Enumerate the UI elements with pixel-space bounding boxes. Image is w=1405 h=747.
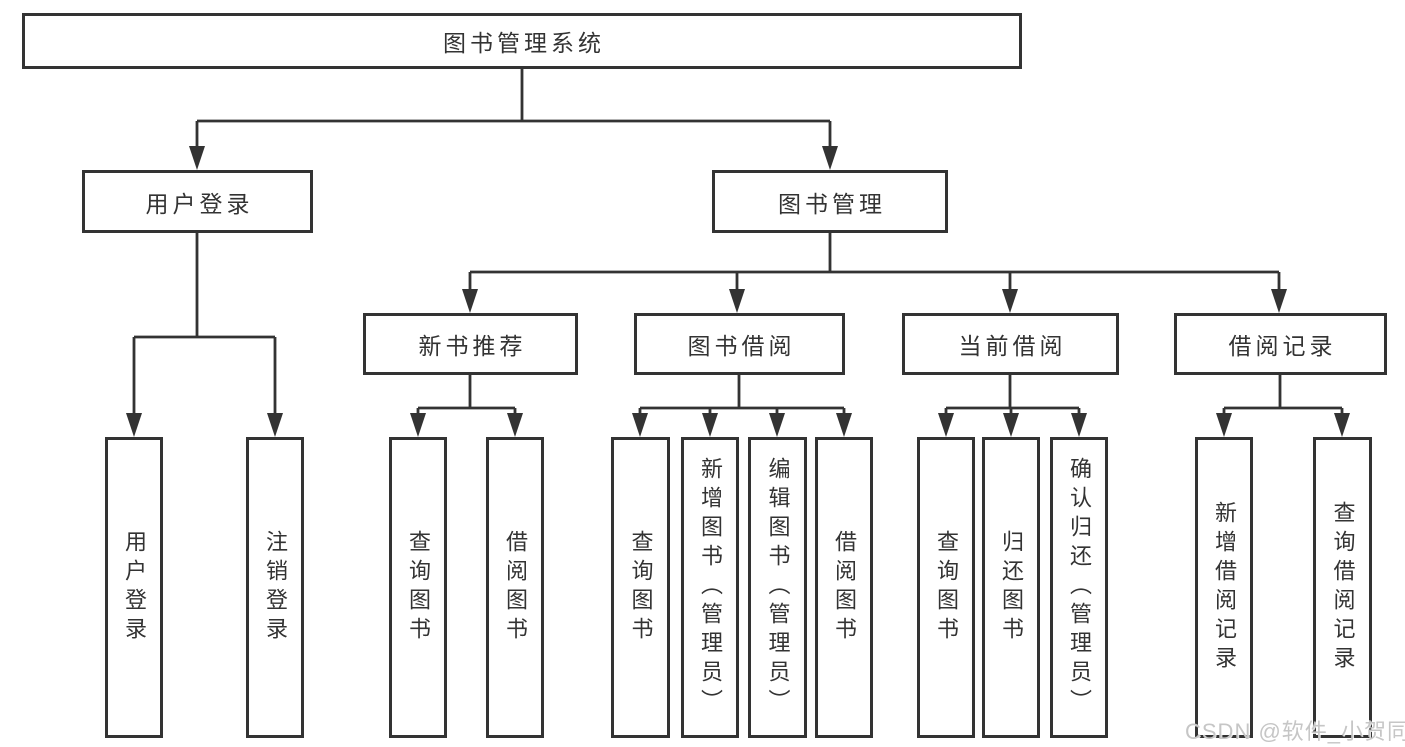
node-label: 当前借阅 [958,333,1067,359]
arrow-icon [1216,413,1232,437]
arrow-icon [1071,413,1087,437]
node-label: 图书管理 [778,190,886,217]
node-label: 图书借阅 [687,333,796,359]
leaf-confirm-return-admin: 确认归还（管理员） [1050,437,1108,738]
arrow-icon [632,413,648,437]
arrow-icon [702,413,718,437]
node-library-management-system: 图书管理系统 [22,13,1022,69]
leaf-label: 用户登录 [122,529,147,646]
arrow-icon [1271,289,1287,313]
leaf-label: 查询借阅记录 [1330,500,1356,675]
leaf-query-borrowing-record: 查询借阅记录 [1313,437,1372,738]
leaf-return-books: 归还图书 [982,437,1040,738]
node-label: 用户登录 [145,190,254,217]
connector-book-management-branch [468,233,1281,291]
node-label: 借阅记录 [1228,333,1337,359]
arrowheads [126,146,1350,437]
arrow-icon [769,413,785,437]
leaf-query-books-recommend: 查询图书 [389,437,447,738]
leaf-label: 确认归还（管理员） [1067,457,1092,718]
arrow-icon [267,413,283,437]
leaf-add-borrowing-record: 新增借阅记录 [1195,437,1253,738]
node-new-book-recommendation: 新书推荐 [363,313,578,375]
leaf-user-login: 用户登录 [105,437,163,738]
arrow-icon [1334,413,1350,437]
leaf-query-books-borrowing: 查询图书 [611,437,670,738]
connector-book-borrowing-branch [638,375,846,415]
arrow-icon [410,413,426,437]
arrow-icon [1002,289,1018,313]
leaf-logout: 注销登录 [246,437,304,738]
leaf-query-books-current: 查询图书 [917,437,975,738]
leaf-add-books-admin: 新增图书（管理员） [681,437,739,738]
node-book-borrowing: 图书借阅 [634,313,845,375]
node-book-management: 图书管理 [712,170,948,233]
arrow-icon [507,413,523,437]
connector-borrowing-records-branch [1222,375,1344,415]
connector-new-book-recommendation-branch [416,375,517,415]
arrow-icon [126,413,142,437]
leaf-label: 查询图书 [934,529,959,646]
arrow-icon [189,146,205,170]
connector-root-to-level2 [195,69,832,148]
leaf-label: 新增借阅记录 [1212,500,1237,675]
arrow-icon [1003,413,1019,437]
watermark-csdn: CSDN @软件_小贺同学 [1185,719,1405,744]
leaf-label: 借阅图书 [503,529,528,646]
arrow-icon [938,413,954,437]
leaf-label: 注销登录 [263,529,288,646]
arrow-icon [729,289,745,313]
arrow-icon [836,413,852,437]
leaf-borrow-books-recommend: 借阅图书 [486,437,544,738]
node-user-login: 用户登录 [82,170,313,233]
leaf-edit-books-admin: 编辑图书（管理员） [748,437,807,738]
arrow-icon [822,146,838,170]
arrow-icon [462,289,478,313]
leaf-label: 归还图书 [999,529,1024,646]
leaf-label: 借阅图书 [832,529,857,646]
leaf-label: 查询图书 [406,529,431,646]
leaf-label: 查询图书 [628,529,654,646]
node-label: 图书管理系统 [443,30,605,56]
leaf-borrow-books-borrowing: 借阅图书 [815,437,873,738]
connector-user-login-branch [132,233,277,415]
leaf-label: 新增图书（管理员） [698,457,723,718]
leaf-label: 编辑图书（管理员） [765,457,791,718]
node-current-borrowing: 当前借阅 [902,313,1119,375]
node-borrowing-records: 借阅记录 [1174,313,1387,375]
node-label: 新书推荐 [418,333,527,359]
connector-current-borrowing-branch [944,375,1081,415]
